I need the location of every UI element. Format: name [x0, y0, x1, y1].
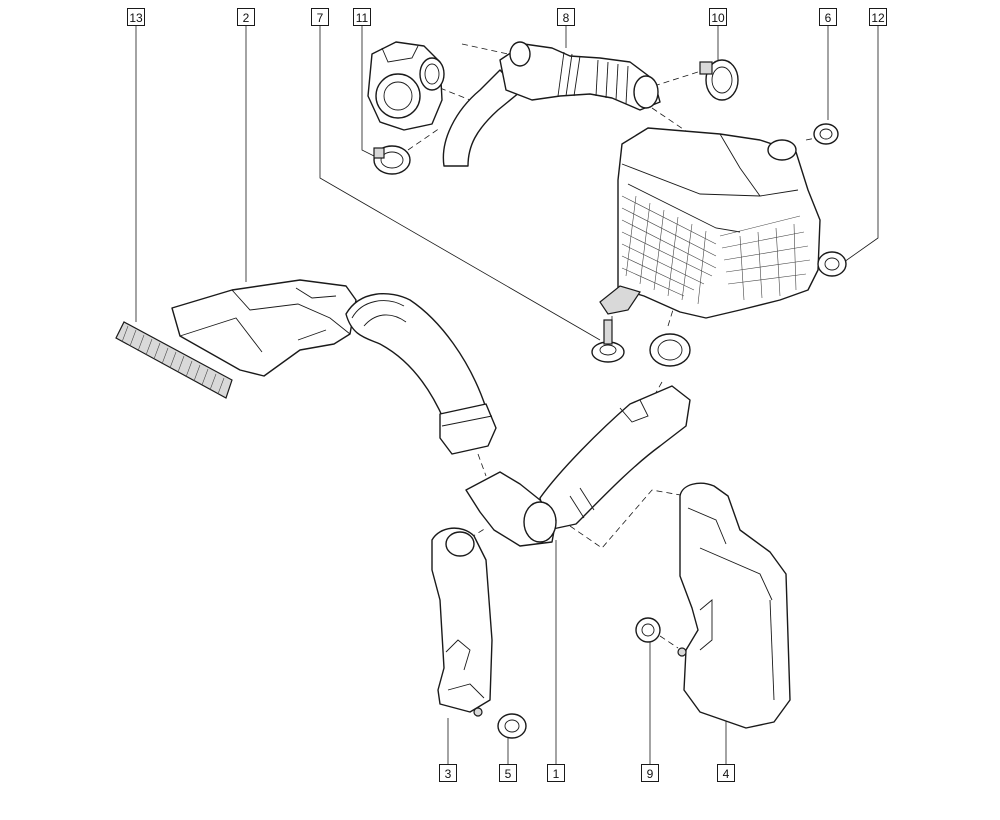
callout-4: 4 [717, 764, 735, 782]
part-3-lower-duct [431, 527, 493, 717]
part-9-grommet [635, 617, 687, 657]
intercooler [599, 127, 821, 319]
callout-6: 6 [819, 8, 837, 26]
callout-13: 13 [127, 8, 145, 26]
callout-5: 5 [499, 764, 517, 782]
callout-10: 10 [709, 8, 727, 26]
part-7-grommet [591, 319, 625, 363]
callout-9: 9 [641, 764, 659, 782]
part-13-grille [115, 321, 233, 399]
part-6-plug [813, 123, 839, 145]
callout-7: 7 [311, 8, 329, 26]
part-2-air-duct [171, 279, 497, 455]
part-12-grommet [817, 251, 847, 277]
part-11-throttle-body [367, 41, 445, 131]
callout-8: 8 [557, 8, 575, 26]
part-5-grommet [497, 713, 527, 739]
callout-1: 1 [547, 764, 565, 782]
callout-11: 11 [353, 8, 371, 26]
part-8-upper-hose [442, 41, 661, 167]
leader-lines [135, 26, 879, 764]
part-10-clamp [699, 59, 739, 101]
callout-3: 3 [439, 764, 457, 782]
part-11-clip [373, 145, 411, 175]
callout-2: 2 [237, 8, 255, 26]
part-4-resonator [679, 482, 791, 729]
part-1-lower-hose [465, 385, 691, 547]
callout-12: 12 [869, 8, 887, 26]
lower-clip [649, 333, 691, 367]
